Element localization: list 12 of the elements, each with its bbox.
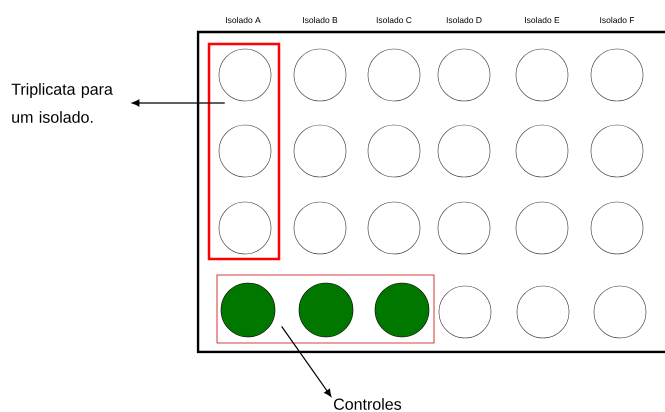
column-label: Isolado E [525,16,560,24]
column-label: Isolado C [376,16,412,24]
column-label: Isolado A [226,16,261,24]
callout-text: Triplicata para um isolado. [12,83,113,123]
highlight-frame [216,274,434,344]
highlight-frame [208,42,280,260]
arrow [132,100,225,106]
arrow [281,326,332,397]
callout-text: Controles [334,398,402,410]
column-label: Isolado F [600,16,634,24]
column-label: Isolado D [446,16,482,24]
column-label: Isolado B [303,16,338,24]
